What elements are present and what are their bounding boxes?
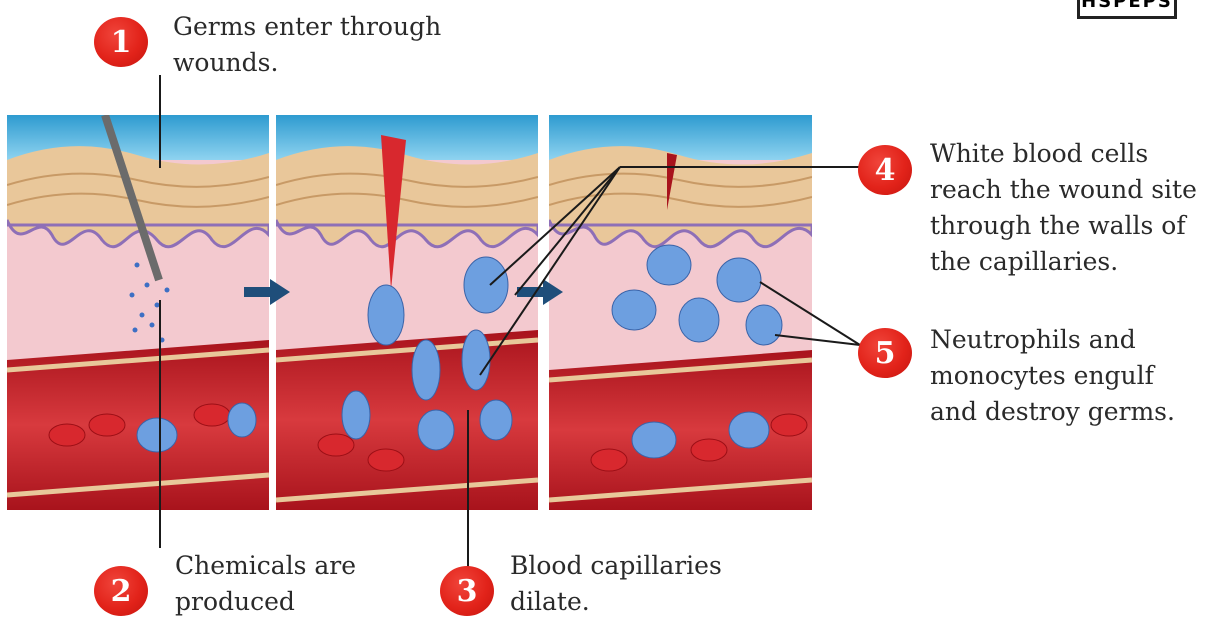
panel-wbc-engulf — [549, 115, 812, 510]
step-3-caption: Blood capillaries dilate. — [510, 548, 722, 620]
panel-2-illustration — [276, 115, 538, 510]
step-4-caption: White blood cells reach the wound site t… — [930, 136, 1197, 280]
step-2-badge: 2 — [94, 566, 148, 616]
step-4-badge: 4 — [858, 145, 912, 195]
step-5-badge: 5 — [858, 328, 912, 378]
step-1-caption: Germs enter through wounds. — [173, 9, 441, 81]
arrow-right-icon — [517, 279, 563, 305]
panel-capillaries-dilate — [276, 115, 538, 510]
step-5-caption: Neutrophils and monocytes engulf and des… — [930, 322, 1175, 430]
step-1-badge: 1 — [94, 17, 148, 67]
corner-label: HSPEPS — [1077, 0, 1177, 19]
panel-germs-entering — [7, 115, 269, 510]
panel-3-illustration — [549, 115, 812, 510]
panel-1-illustration — [7, 115, 269, 510]
step-2-caption: Chemicals are produced — [175, 548, 356, 620]
step-3-badge: 3 — [440, 566, 494, 616]
arrow-right-icon — [244, 279, 290, 305]
